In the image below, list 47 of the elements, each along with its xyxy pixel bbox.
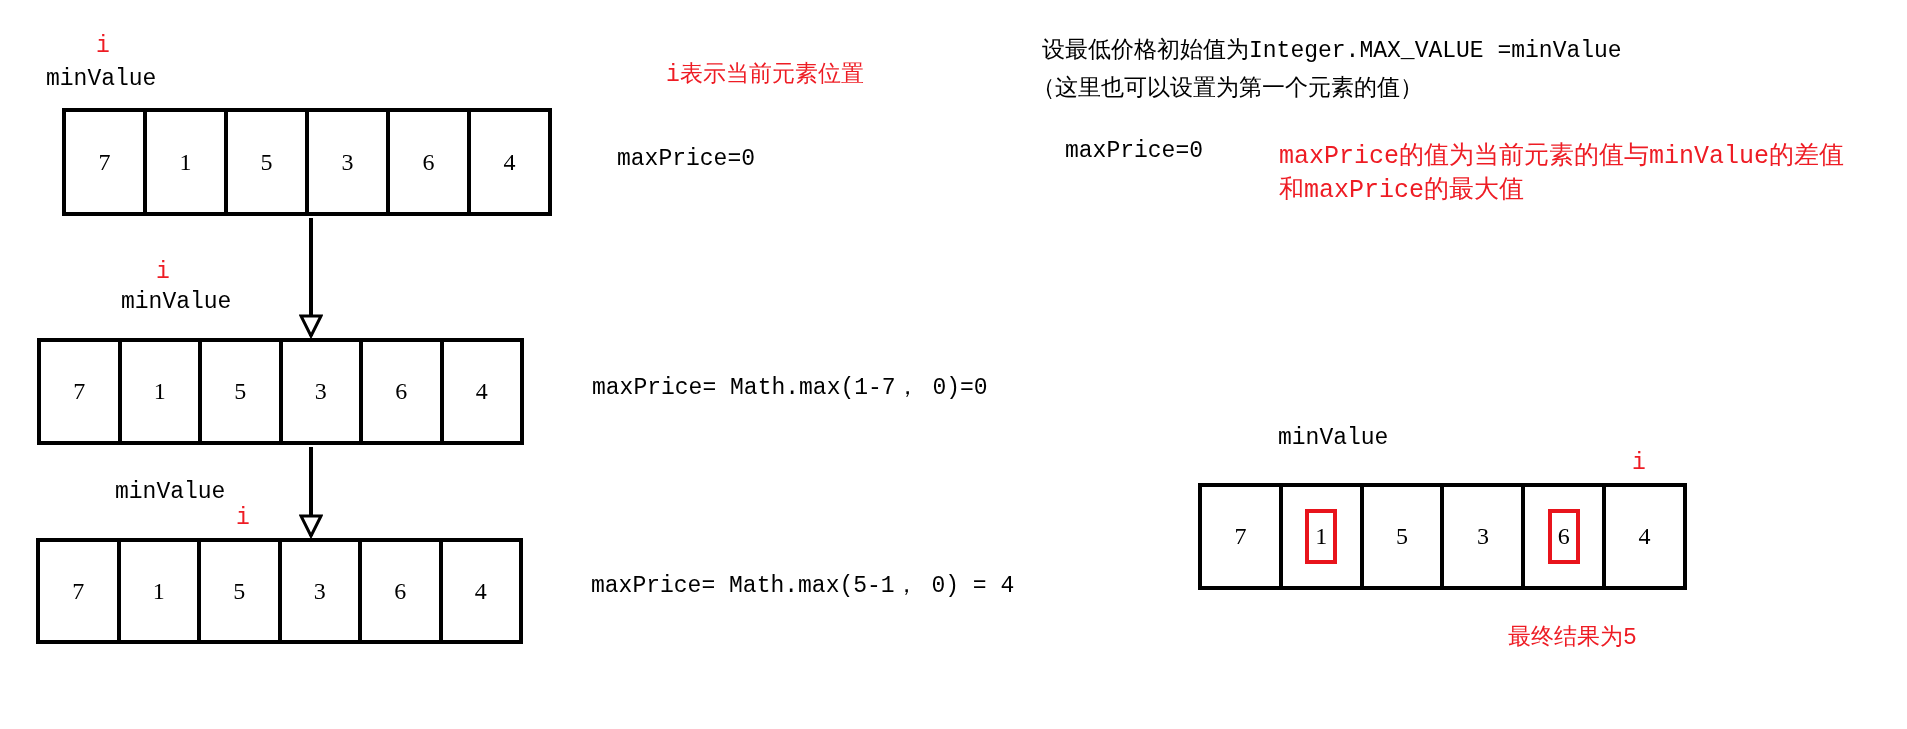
down-arrow [299, 447, 323, 538]
note-text: maxPrice= Math.max(5-1， 0) = 4 [591, 573, 1015, 601]
note-text: minValue [115, 479, 226, 507]
note-text: maxPrice= Math.max(1-7， 0)=0 [592, 375, 988, 403]
note-text: maxPrice=0 [617, 146, 756, 174]
array-cell: 5 [202, 342, 283, 441]
highlighted-value: 6 [1547, 509, 1580, 564]
array-cell: 1 [120, 542, 201, 640]
array-cell: 4 [443, 342, 520, 441]
note-text: 设最低价格初始值为Integer.MAX_VALUE =minValue [1042, 38, 1622, 66]
array-cell: 5 [1363, 487, 1445, 586]
annotation-text: i [96, 33, 110, 61]
annotation-text: 最终结果为5 [1508, 625, 1637, 653]
highlighted-value: 1 [1305, 509, 1338, 564]
array-cell: 4 [471, 112, 548, 212]
array-box [1198, 483, 1687, 590]
annotation-text: i [236, 505, 250, 533]
annotation-text: i [156, 259, 170, 287]
down-arrow [299, 218, 323, 338]
array-cell: 6 [363, 342, 444, 441]
array-cell: 1 [147, 112, 228, 212]
array-cell: 3 [1444, 487, 1526, 586]
array-cell: 3 [309, 112, 390, 212]
array-cell: 1 [121, 342, 202, 441]
note-text: minValue [121, 289, 232, 317]
annotation-text: maxPrice的值为当前元素的值与minValue的差值和maxPrice的最大值 [1279, 141, 1846, 207]
note-text: minValue [46, 66, 157, 94]
array-box [36, 538, 523, 644]
note-text: maxPrice=0 [1065, 138, 1204, 166]
array-cell: 7 [66, 112, 147, 212]
array-box [37, 338, 524, 445]
array-cell: 7 [1202, 487, 1283, 586]
note-text: （这里也可以设置为第一个元素的值） [1032, 76, 1423, 104]
array-cell: 4 [442, 542, 519, 640]
array-cell: 6 [390, 112, 471, 212]
array-cell: 3 [281, 542, 362, 640]
annotation-text: i [1632, 450, 1646, 478]
note-text: minValue [1278, 425, 1389, 453]
array-cell: 7 [41, 342, 122, 441]
annotation-text: i表示当前元素位置 [666, 62, 864, 90]
array-cell: 5 [228, 112, 309, 212]
array-box [62, 108, 552, 216]
array-cell: 5 [201, 542, 282, 640]
array-cell: 6 [362, 542, 443, 640]
array-cell: 7 [40, 542, 121, 640]
array-cell: 4 [1606, 487, 1683, 586]
array-cell: 3 [282, 342, 363, 441]
